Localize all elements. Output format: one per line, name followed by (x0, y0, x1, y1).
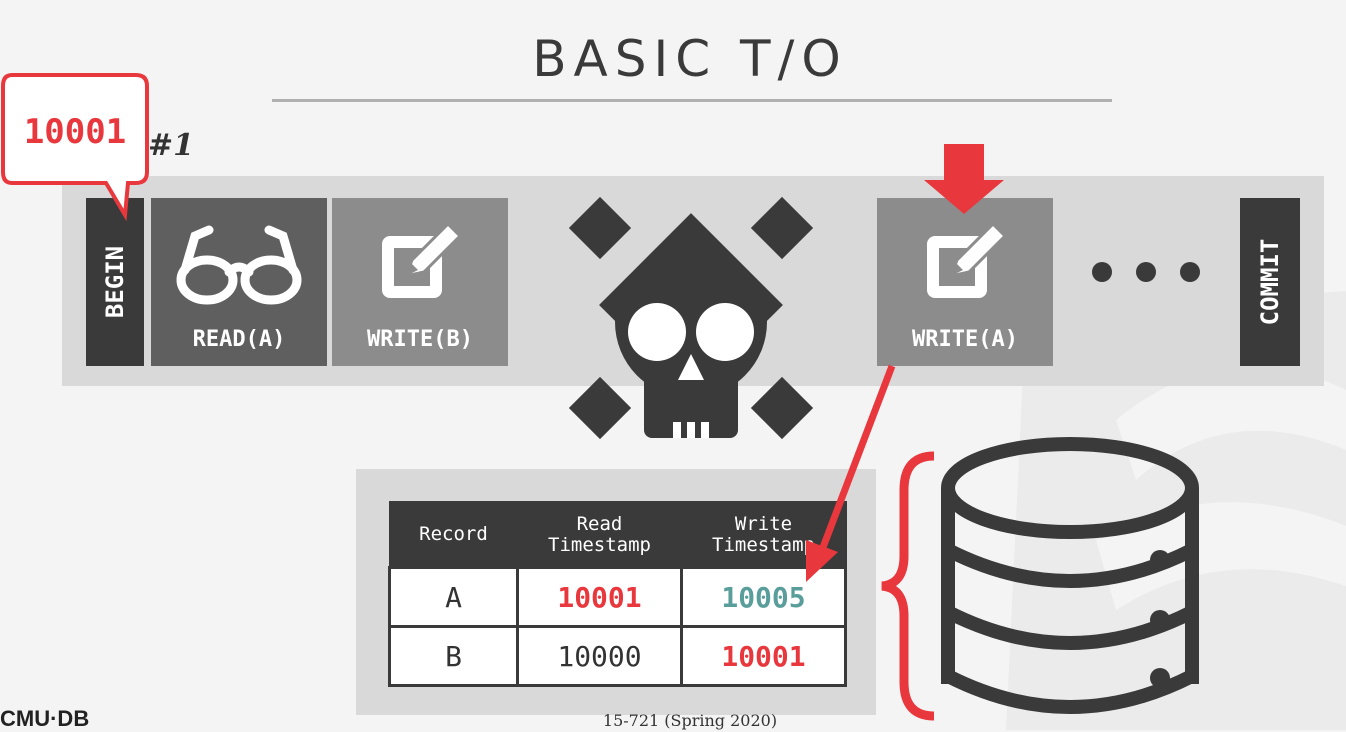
timestamp-callout (1, 73, 149, 222)
pointer-arrow-head (806, 540, 838, 582)
edit-icon (927, 221, 1008, 298)
edit-icon (382, 221, 463, 298)
table-row: B 10000 10001 (388, 625, 847, 687)
op-label: WRITE(B) (367, 327, 473, 352)
begin-block: BEGIN (86, 198, 144, 366)
cell-read-ts: 10001 (516, 566, 683, 628)
slide-title: BASIC T/O (532, 30, 848, 88)
glasses-icon (176, 225, 302, 305)
title-divider (272, 99, 1112, 102)
cell-record: B (388, 625, 519, 687)
cell-record: A (388, 566, 519, 628)
op-write-a: WRITE(A) (877, 198, 1053, 366)
table-row: A 10001 10005 (388, 566, 847, 628)
brace-icon (881, 451, 935, 721)
op-label: READ(A) (192, 327, 286, 352)
col-header-record: Record (388, 501, 519, 569)
op-label: WRITE(A) (912, 327, 1018, 352)
op-write-b: WRITE(B) (332, 198, 508, 366)
txn-label: #1 (148, 128, 195, 163)
database-icon (941, 437, 1199, 714)
cmu-logo: CMU·DB (0, 706, 90, 731)
commit-block: COMMIT (1240, 198, 1300, 366)
cell-write-ts: 10001 (680, 625, 847, 687)
footer-text: 15-721 (Spring 2020) (602, 711, 778, 730)
pointer-arrow (818, 364, 896, 552)
cell-read-ts: 10000 (516, 625, 683, 687)
cell-write-ts: 10005 (680, 566, 847, 628)
ellipsis-icon (1092, 262, 1200, 282)
op-read-a: READ(A) (151, 198, 327, 366)
down-arrow-icon (924, 144, 1004, 214)
skull-crossbones-icon (568, 196, 814, 440)
callout-timestamp: 10001 (23, 112, 127, 152)
